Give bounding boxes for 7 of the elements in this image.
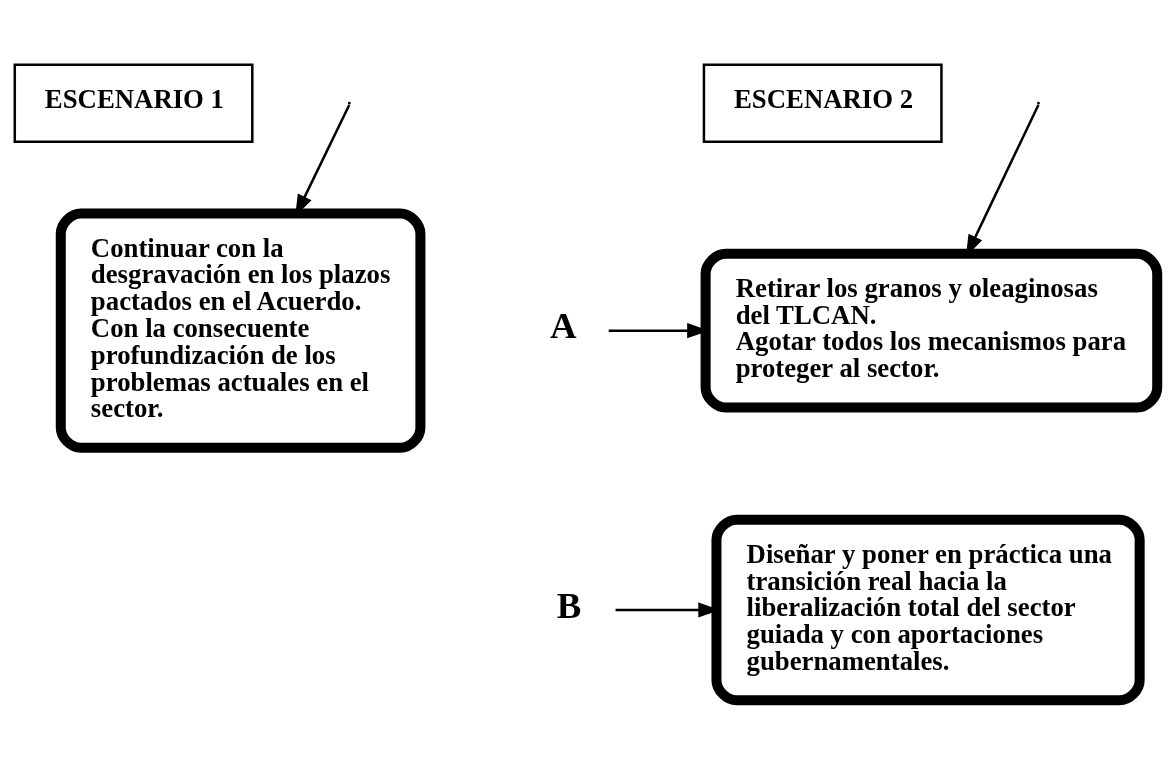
node-box: Retirar los granos y oleaginosas del TLCAN. Agotar todos los mecanismos para proteger al sector. bbox=[700, 248, 1163, 413]
node-text: B bbox=[556, 584, 582, 626]
node-box: ESCENARIO 1 bbox=[13, 63, 254, 143]
node-box: Continuar con la desgravación en los plazos pactados en el Acuerdo. Con la consecuente profundización de los problemas actuales en el sector. bbox=[55, 208, 426, 453]
node-box: Diseñar y poner en práctica una transición real hacia la liberalización total del sector guiada y con aportaciones gubernamentales. bbox=[711, 514, 1145, 706]
node-text: A bbox=[550, 305, 577, 347]
node-box: ESCENARIO 2 bbox=[702, 63, 943, 143]
